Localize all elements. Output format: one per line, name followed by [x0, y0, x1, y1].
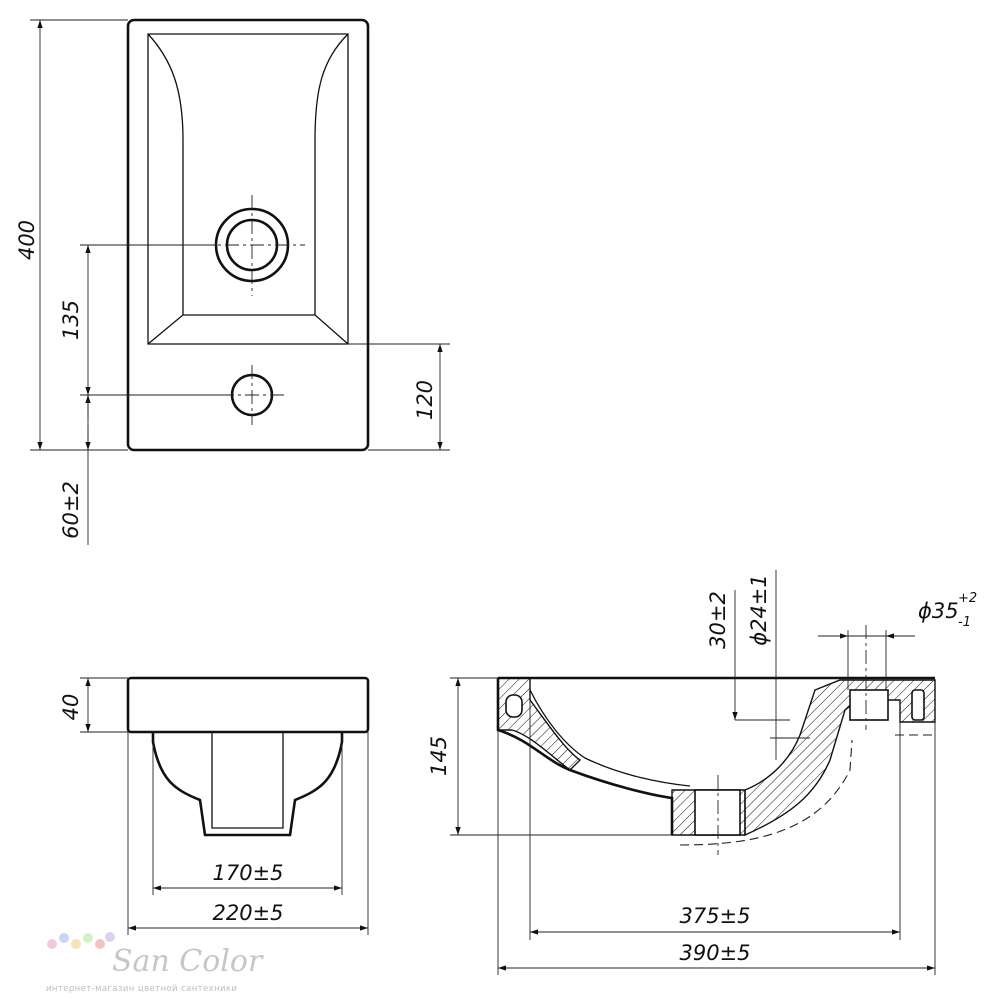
dim-label-35-lower: -1 — [958, 615, 971, 630]
watermark-dot — [59, 933, 69, 943]
hidden-outline — [679, 739, 853, 846]
dim-label-30: 30±2 — [706, 591, 730, 649]
section-bowl-outer — [496, 678, 674, 835]
rim-outline — [126, 676, 370, 734]
bowl-body-outline — [151, 732, 344, 837]
section-right-wall — [744, 679, 936, 837]
drain-bore — [694, 789, 741, 836]
bowl-right-slope — [314, 33, 349, 345]
dim-label-35: ϕ35 — [918, 599, 959, 623]
dim-label-40: 40 — [59, 694, 83, 721]
watermark-dots-icon — [47, 932, 115, 949]
watermark-brand: San Color — [112, 944, 264, 979]
bowl-outline — [147, 33, 349, 345]
watermark-dot — [95, 939, 105, 949]
dim-label-60: 60±2 — [59, 481, 83, 539]
right-slot — [911, 689, 925, 721]
watermark: San Color интернет-магазин цветной санте… — [46, 932, 264, 994]
dim-label-375: 375±5 — [679, 904, 750, 928]
dim-label-170: 170±5 — [212, 861, 283, 885]
front-view: 40 170±5 220±5 — [59, 676, 370, 935]
watermark-dot — [71, 939, 81, 949]
dim-label-24: ϕ24±1 — [747, 574, 771, 646]
dim-label-35-upper: +2 — [958, 591, 977, 606]
top-view: 400 135 60±2 120 — [15, 18, 450, 545]
dim-label-390: 390±5 — [679, 941, 750, 965]
dim-label-145: 145 — [427, 736, 451, 776]
section-left-wall — [497, 677, 582, 771]
dim-label-220: 220±5 — [212, 901, 283, 925]
watermark-dot — [83, 933, 93, 943]
watermark-tagline: интернет-магазин цветной сантехники — [46, 984, 237, 994]
watermark-dot — [47, 939, 57, 949]
dim-label-120: 120 — [413, 380, 437, 420]
section-view: 145 30±2 ϕ24±1 ϕ35 +2 -1 375±5 390±5 — [427, 570, 977, 975]
drain-neck-outline — [211, 732, 284, 829]
tap-hole-section — [849, 689, 889, 721]
basin-outline — [126, 18, 370, 452]
dim-label-135: 135 — [59, 300, 83, 340]
bowl-left-slope — [147, 33, 184, 345]
section-bowl-inner — [529, 689, 691, 787]
watermark-dot — [105, 932, 115, 942]
dim-label-400: 400 — [15, 220, 39, 260]
overflow-slot — [505, 694, 523, 718]
